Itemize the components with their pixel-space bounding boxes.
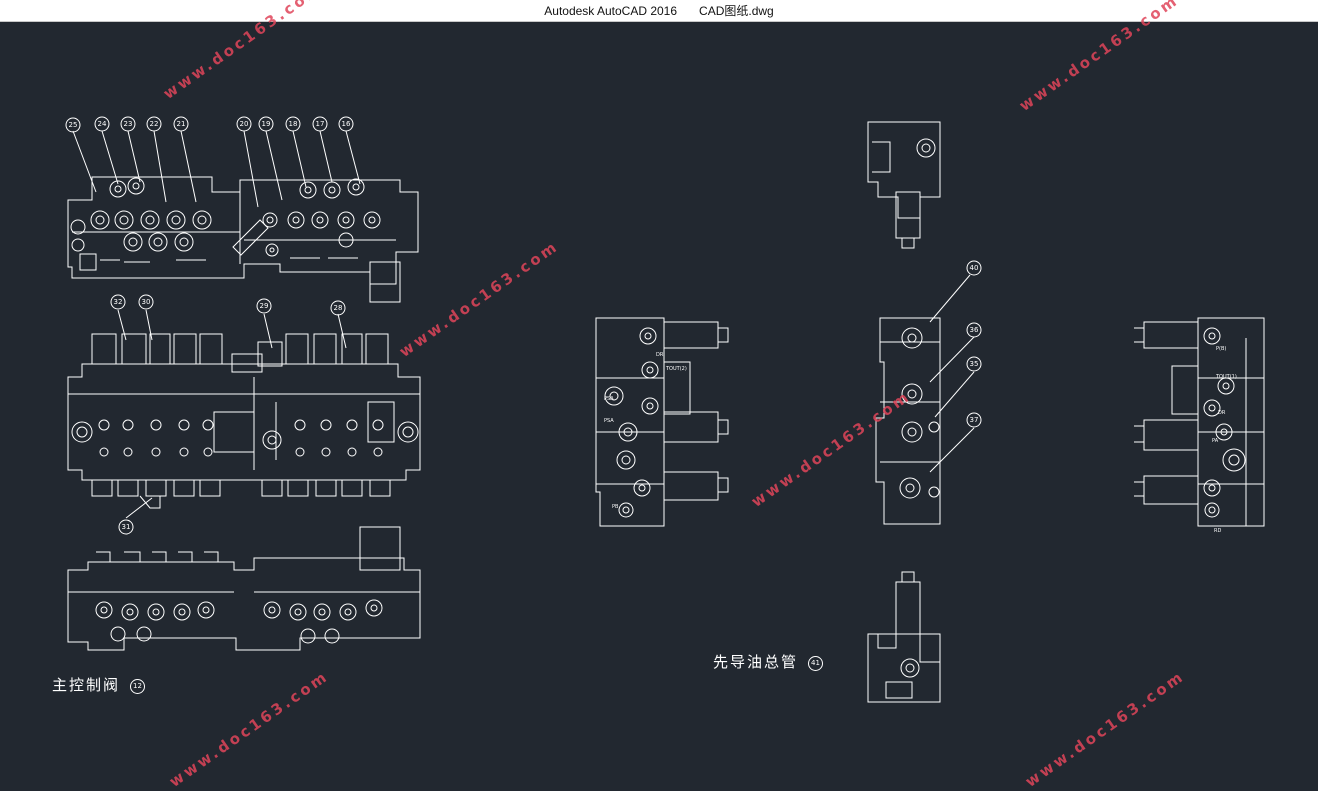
callout-23: 23 [124,120,133,128]
callout-35: 35 [970,360,979,368]
port-label-rd: RD [1214,528,1221,534]
callout-40: 40 [970,264,979,272]
pilot-left-view [595,317,729,527]
callout-28: 28 [334,304,343,312]
callout-numbers: 25 24 23 22 21 20 19 18 17 16 32 30 29 2… [69,120,979,531]
pilot-manifold-caption: 先导油总管 41 [713,651,824,672]
callout-30: 30 [142,298,151,306]
callout-37: 37 [970,416,979,424]
port-label-pb: PB [612,504,619,510]
pilot-bottom-view [867,571,941,703]
callout-32: 32 [114,298,123,306]
leader-lines-main [72,130,975,519]
port-label-tout2: TOUT(2) [665,366,687,372]
callout-18: 18 [289,120,298,128]
title-bar: Autodesk AutoCAD 2016 CAD图纸.dwg [0,0,1318,22]
port-labels: TOUT(2) TOUT(1) PSA PSA PA PB DR DR P(B)… [604,346,1237,534]
callout-22: 22 [150,120,159,128]
port-label-psa-1: PSA [604,396,614,402]
port-label-dr-2: DR [1218,410,1226,416]
callout-16: 16 [342,120,351,128]
drawing-canvas[interactable]: 25 24 23 22 21 20 19 18 17 16 32 30 29 2… [0,22,1318,787]
pilot-manifold-caption-num: 41 [808,656,824,671]
callout-24: 24 [98,120,107,128]
callout-circles [65,116,982,535]
callout-29: 29 [260,302,269,310]
main-valve-caption-num: 12 [130,679,146,694]
callout-25: 25 [69,121,78,129]
port-label-psa-2: PSA [604,418,614,424]
main-valve-caption: 主控制阀 12 [52,674,146,695]
port-label-dr-1: DR [656,352,664,358]
callout-20: 20 [240,120,249,128]
file-name: CAD图纸.dwg [699,4,774,18]
valve-front-view [67,333,421,509]
callout-21: 21 [177,120,186,128]
valve-bottom-view [67,526,421,651]
pilot-right-view [1134,317,1265,527]
pilot-manifold-caption-text: 先导油总管 [713,653,799,671]
port-label-tout1: TOUT(1) [1215,374,1237,380]
callout-19: 19 [262,120,271,128]
main-valve-caption-text: 主控制阀 [52,676,121,694]
app-title: Autodesk AutoCAD 2016 [544,3,678,18]
port-label-pa: PA [1212,438,1219,444]
valve-top-view [67,176,419,303]
callout-36: 36 [970,326,979,334]
pilot-front-view [875,317,941,525]
pilot-top-view [867,121,941,249]
callout-17: 17 [316,120,325,128]
callout-31: 31 [122,523,131,531]
port-label-pb2: P(B) [1216,346,1226,352]
